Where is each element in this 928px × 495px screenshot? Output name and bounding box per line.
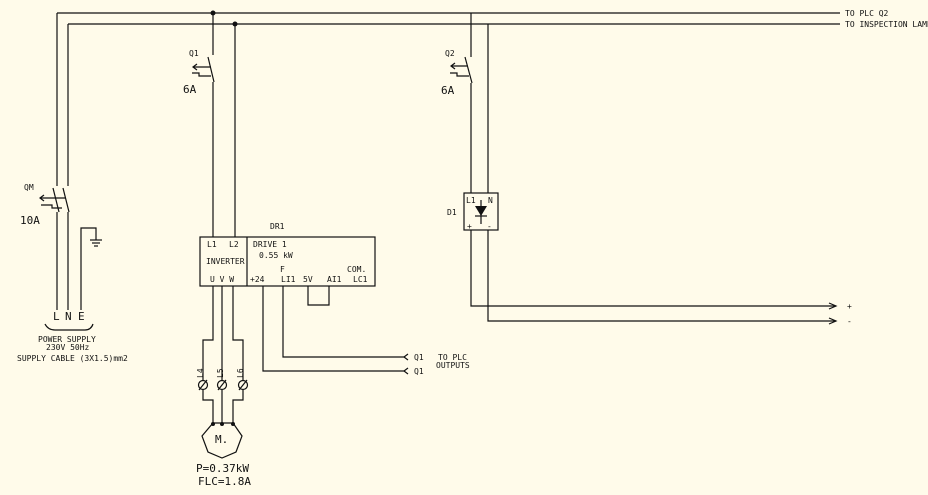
d1-n: N: [488, 196, 493, 205]
plc-to-plc: TO PLC: [438, 353, 467, 362]
drive-com: COM.: [347, 265, 366, 274]
drive-li1: LI1: [281, 275, 296, 284]
supply-l: L: [53, 310, 60, 323]
d1-minus: -: [487, 222, 492, 231]
terminal-l5: L5: [216, 368, 225, 378]
plc-q1-b: Q1: [414, 367, 424, 376]
drive-box: [199, 236, 376, 287]
supply-e: E: [78, 310, 85, 323]
qm-rating: 10A: [20, 214, 40, 227]
supply-bracket: [44, 323, 94, 331]
qm-label: QM: [24, 183, 34, 192]
diode-icon: [475, 200, 487, 224]
plc-q1-a: Q1: [414, 353, 424, 362]
drive-inverter: INVERTER: [206, 257, 245, 266]
supply-n: N: [65, 310, 72, 323]
drive-5v: 5V: [303, 275, 313, 284]
motor-wiring: [202, 286, 244, 423]
plc-outputs: OUTPUTS: [436, 361, 470, 370]
d1-box: [463, 192, 499, 231]
breaker-q1: [192, 13, 236, 237]
terminal-icons: [197, 379, 249, 391]
drive-name: DRIVE 1: [253, 240, 287, 249]
motor-power: P=0.37kW: [196, 462, 249, 475]
terminal-l4: L4: [196, 368, 205, 378]
motor-label: M.: [215, 433, 228, 446]
motor-flc: FLC=1.8A: [198, 475, 251, 488]
dc-plus-label: +: [847, 302, 852, 311]
main-breaker-qm: [39, 13, 70, 310]
drive-lc1: LC1: [353, 275, 368, 284]
terminal-l6: L6: [236, 368, 245, 378]
drive-uvw: U V W: [210, 275, 234, 284]
drive-l1: L1: [207, 240, 217, 249]
d1-tag: D1: [447, 208, 457, 217]
supply-voltage: 230V 50Hz: [46, 343, 90, 352]
dc-minus-label: -: [847, 317, 852, 326]
drive-ai1: AI1: [327, 275, 342, 284]
control-wiring: [262, 286, 409, 375]
label-to-plc-q2: TO PLC Q2: [845, 9, 889, 18]
supply-cable: SUPPLY CABLE (3X1.5)mm2: [17, 354, 128, 363]
d1-l1: L1: [466, 196, 476, 205]
q2-rating: 6A: [441, 84, 455, 97]
q1-rating: 6A: [183, 83, 197, 96]
earth-ground-icon: [80, 227, 102, 310]
drive-f: F: [280, 265, 285, 274]
supply-title: POWER SUPPLY: [38, 335, 96, 344]
label-to-inspection-lamp: TO INSPECTION LAMP: [845, 20, 928, 29]
motor-icon: [201, 422, 243, 459]
dc-output-wiring: [470, 230, 838, 325]
drive-power: 0.55 kW: [259, 251, 293, 260]
drive-l2: L2: [229, 240, 239, 249]
d1-plus: +: [467, 222, 472, 231]
drive-p24: +24: [250, 275, 265, 284]
q2-label: Q2: [445, 49, 455, 58]
q1-label: Q1: [189, 49, 199, 58]
breaker-q2: [450, 13, 489, 193]
drive-tag: DR1: [270, 222, 285, 231]
